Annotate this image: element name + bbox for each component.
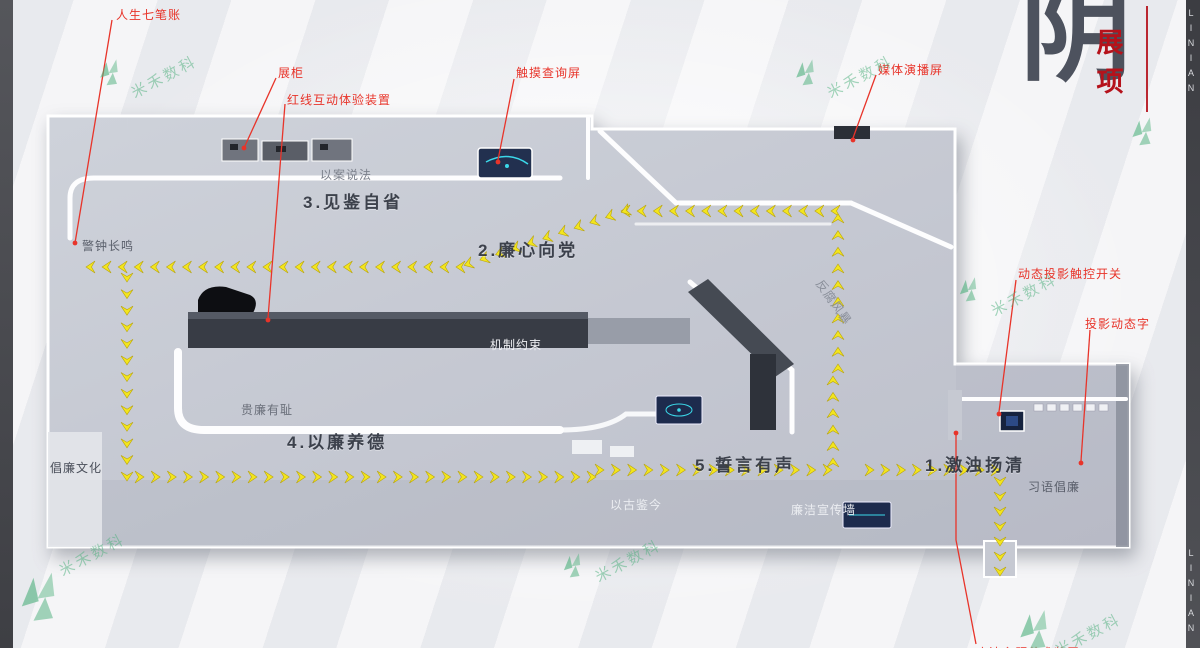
watermark-character: 阴: [1020, 0, 1132, 97]
floor-label-bell: 警钟长鸣: [82, 239, 135, 253]
side-text-top: LINIAN: [1186, 8, 1196, 98]
leader-line: [998, 279, 1017, 413]
leader-line: [852, 74, 877, 139]
brand-logo-icon: [21, 572, 55, 621]
callout-projection-text: 投影动态字: [1085, 317, 1151, 331]
title-char-2: 项: [1096, 67, 1124, 98]
zone-label-1: 1.激浊扬清: [925, 456, 1026, 475]
touch-kiosk: [477, 147, 533, 179]
side-text-bottom: LINIAN: [1186, 548, 1196, 638]
callout-life-seven-accounts: 人生七笔账: [116, 8, 182, 22]
leader-line: [74, 19, 113, 244]
brand-logo-icon: [100, 59, 118, 86]
floor-label-history: 以古鉴今: [610, 498, 663, 512]
right-edge-strip: [1186, 0, 1200, 648]
zone-label-5: 5.誓言有声: [695, 456, 796, 475]
floor-label-culture: 倡廉文化: [50, 461, 103, 475]
zone-label-2: 2.廉心向党: [478, 241, 579, 260]
media-screen-shape: [834, 126, 870, 139]
left-edge-strip: [0, 0, 13, 648]
callout-projection-switch: 动态投影触控开关: [1018, 267, 1123, 281]
brand-logo-icon: [959, 277, 977, 302]
floor-label-wall: 廉洁宣传墙: [791, 503, 857, 517]
floor-label-cases: 以案说法: [320, 168, 373, 182]
visitor-route-arrows: [85, 203, 1007, 577]
leader-line: [267, 103, 286, 319]
title-char-1: 展: [1096, 28, 1124, 58]
callout-touch-query-screen: 触摸查询屏: [516, 66, 582, 80]
floor-label-honor: 贵廉有耻: [241, 403, 294, 417]
title-divider-line: [1146, 6, 1148, 112]
zone-label-3: 3.见鉴自省: [303, 193, 404, 212]
leader-line: [1080, 329, 1091, 462]
callout-redline-device: 红线互动体验装置: [287, 93, 392, 107]
exhibit-bar-light: [588, 318, 690, 344]
brand-logo-icon: [563, 553, 581, 578]
leader-line: [955, 433, 977, 645]
floor-label-mechanism: 机制约束: [490, 338, 543, 352]
display-case-shape: [311, 138, 353, 162]
furniture: [188, 126, 1109, 578]
callout-leader-lines: [72, 19, 1091, 645]
callout-media-screen: 媒体演播屏: [878, 63, 944, 77]
diagonal-wing: [688, 279, 794, 377]
inner-walls: [67, 116, 1128, 435]
callout-art-installation: 廉洁主题艺术装置: [976, 644, 1080, 648]
display-case-shape: [221, 138, 259, 162]
page-title: 展 项: [1094, 24, 1126, 102]
leader-line: [497, 78, 515, 161]
leader-line: [243, 77, 277, 149]
brand-logo-icon: [796, 59, 814, 86]
brand-logo-icon: [1020, 610, 1047, 648]
brand-logo-icon: [1132, 117, 1152, 146]
floor-label-sayings: 习语倡廉: [1028, 480, 1081, 494]
dark-slab: [750, 354, 776, 430]
zone-label-4: 4.以廉养德: [287, 433, 388, 452]
floor-shading: [48, 364, 1129, 547]
callout-display-case: 展柜: [278, 66, 305, 80]
